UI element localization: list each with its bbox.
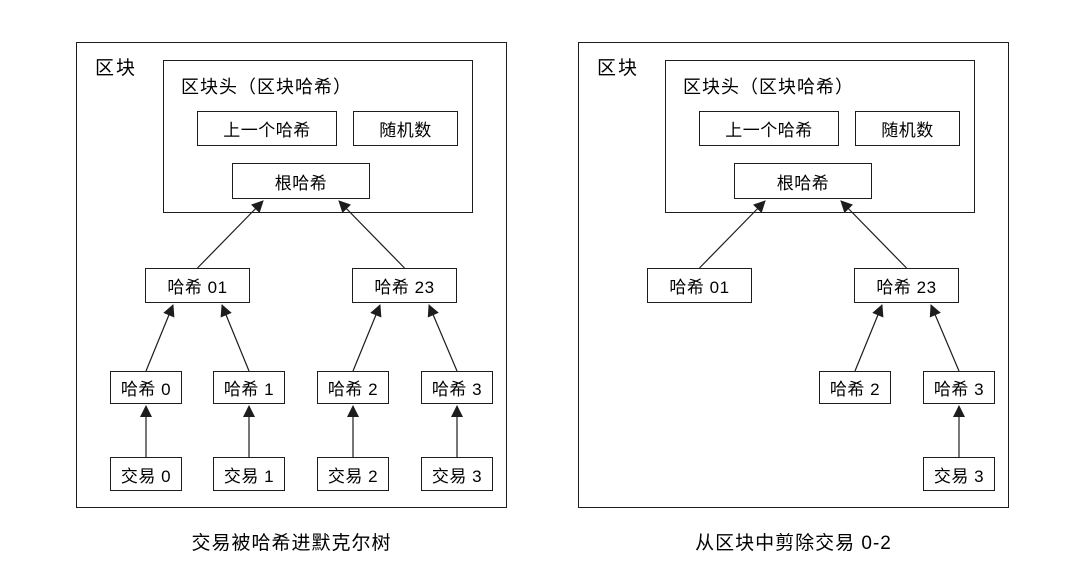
right-node-hash2: 哈希 2 <box>819 371 891 404</box>
right-block-header-box <box>665 60 975 213</box>
right-header-title: 区块头（区块哈希） <box>683 77 854 97</box>
left-block-outline <box>76 42 507 508</box>
left-node-hash1: 哈希 1 <box>213 371 285 404</box>
left-header-title: 区块头（区块哈希） <box>181 77 352 97</box>
right-node-tx3: 交易 3 <box>923 457 995 491</box>
left-node-tx2: 交易 2 <box>317 457 389 491</box>
right-block-label: 区块 <box>597 58 640 79</box>
left-prev-hash-box: 上一个哈希 <box>197 111 337 146</box>
right-caption: 从区块中剪除交易 0-2 <box>695 533 892 554</box>
right-node-hash01: 哈希 01 <box>647 268 752 303</box>
left-block-label: 区块 <box>95 58 138 79</box>
right-root-hash-box: 根哈希 <box>734 163 872 199</box>
left-node-hash3: 哈希 3 <box>421 371 493 404</box>
left-nonce-box: 随机数 <box>353 111 458 146</box>
left-node-tx3: 交易 3 <box>421 457 493 491</box>
left-node-hash23: 哈希 23 <box>352 268 457 303</box>
left-node-tx1: 交易 1 <box>213 457 285 491</box>
right-node-hash23: 哈希 23 <box>854 268 959 303</box>
left-block-header-box <box>163 60 473 213</box>
right-node-hash3: 哈希 3 <box>923 371 995 404</box>
left-node-tx0: 交易 0 <box>110 457 182 491</box>
left-node-hash01: 哈希 01 <box>145 268 250 303</box>
right-prev-hash-box: 上一个哈希 <box>699 111 839 146</box>
left-root-hash-box: 根哈希 <box>232 163 370 199</box>
left-node-hash2: 哈希 2 <box>317 371 389 404</box>
right-block-outline <box>578 42 1009 508</box>
right-nonce-box: 随机数 <box>855 111 960 146</box>
left-node-hash0: 哈希 0 <box>110 371 182 404</box>
left-caption: 交易被哈希进默克尔树 <box>191 533 392 554</box>
